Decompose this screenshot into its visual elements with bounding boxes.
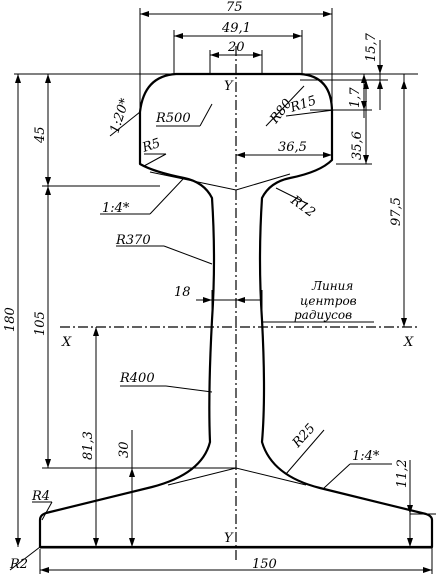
dim-head-height: 45 — [33, 126, 48, 144]
radius-r2: R2 — [9, 557, 28, 572]
dim-web-height: 105 — [33, 311, 48, 336]
dim-head-width: 75 — [226, 0, 243, 15]
dim-crown-width: 20 — [227, 40, 245, 55]
radius-r370: R370 — [115, 233, 151, 248]
dim-center-to-top: 97,5 — [389, 197, 404, 226]
dim-head-depth: 35,6 — [350, 131, 365, 160]
radius-r5: R5 — [140, 136, 163, 156]
radius-r12: R12 — [287, 193, 318, 221]
dim-foot-edge: 11,2 — [395, 459, 410, 488]
note-line1: Линия — [311, 279, 353, 293]
radius-r4: R4 — [31, 489, 50, 504]
x-axis-label-right: X — [403, 335, 414, 350]
radius-r500: R500 — [155, 111, 191, 126]
dim-center-to-base: 81,3 — [81, 431, 96, 460]
dim-total-height: 180 — [3, 307, 18, 332]
dim-top-width: 49,1 — [221, 21, 251, 36]
dim-top-h1: 15,7 — [364, 32, 379, 62]
dim-top-h2: 1,7 — [348, 87, 363, 108]
radius-r400: R400 — [119, 371, 155, 386]
dim-head-offset: 36,5 — [278, 140, 307, 155]
slope-lower: 1:4* — [352, 449, 380, 464]
note-line3: радиусов — [294, 308, 352, 322]
radius-r25: R25 — [289, 421, 318, 451]
dim-web-thickness: 18 — [174, 285, 191, 300]
y-axis-label-bottom: Y — [224, 531, 234, 546]
slope-upper: 1:4* — [102, 201, 130, 216]
note-line2: центров — [300, 294, 357, 308]
x-axis-label-left: X — [61, 335, 72, 350]
dim-base-width: 150 — [252, 557, 277, 572]
slope-head: 1:20* — [108, 96, 133, 135]
y-axis-label-top: Y — [224, 79, 234, 94]
dim-base-height: 30 — [117, 441, 132, 458]
